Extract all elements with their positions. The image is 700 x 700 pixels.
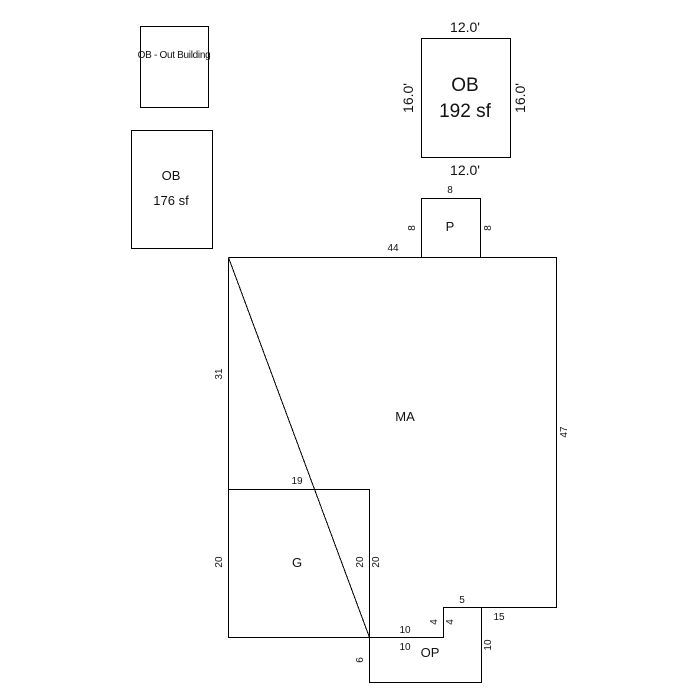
open-porch-label: OP bbox=[421, 645, 440, 660]
main-area-bottom-right-dim: 15 bbox=[493, 612, 505, 623]
garage-left-dim: 20 bbox=[214, 556, 225, 568]
outbuilding-192-left-dim: 16.0' bbox=[400, 83, 416, 113]
outbuilding-176: OB 176 sf bbox=[131, 130, 213, 249]
porch-shape bbox=[421, 198, 481, 258]
outbuilding-192-right-dim: 16.0' bbox=[512, 83, 528, 113]
open-porch-right-dim: 10 bbox=[483, 639, 494, 651]
main-area: MA 44 31 47 15 5 4 10 bbox=[214, 243, 570, 638]
garage-outline bbox=[228, 489, 370, 638]
outbuilding-192-shape bbox=[420, 37, 512, 159]
main-area-notch-bottom-dim: 10 bbox=[399, 625, 411, 636]
main-area-right-dim: 47 bbox=[559, 426, 570, 438]
outbuilding-176-label: OB bbox=[162, 168, 181, 183]
garage-top-dim: 19 bbox=[291, 476, 303, 487]
garage-right-dim: 20 bbox=[355, 556, 366, 568]
main-area-left-dim: 31 bbox=[214, 368, 225, 380]
porch-right-dim: 8 bbox=[483, 225, 494, 231]
outbuilding-192-area: 192 sf bbox=[439, 101, 491, 122]
open-porch-outline bbox=[369, 607, 482, 683]
legend: OB - Out Building bbox=[138, 26, 211, 108]
outbuilding-192-top-dim: 12.0' bbox=[450, 19, 480, 35]
open-porch-notch-side-dim: 4 bbox=[445, 619, 456, 625]
main-area-notch-top-dim: 5 bbox=[459, 595, 465, 606]
open-porch: OP 10 6 10 4 20 bbox=[355, 556, 494, 683]
porch-label: P bbox=[446, 219, 455, 234]
garage: G 19 20 20 bbox=[214, 476, 370, 638]
main-area-notch-side-dim: 4 bbox=[429, 619, 440, 625]
main-area-outline bbox=[228, 257, 557, 638]
outbuilding-192-label: OB bbox=[451, 75, 478, 96]
outbuilding-176-area: 176 sf bbox=[153, 193, 189, 208]
porch: P 8 8 8 bbox=[407, 185, 494, 258]
open-porch-top-dim: 10 bbox=[399, 642, 411, 653]
outbuilding-192-bottom-dim: 12.0' bbox=[450, 162, 480, 178]
legend-text: OB - Out Building bbox=[138, 50, 211, 61]
outbuilding-192: OB 192 sf 12.0' 12.0' 16.0' 16.0' bbox=[400, 19, 528, 178]
legend-box bbox=[140, 26, 209, 108]
outbuilding-176-shape bbox=[131, 130, 213, 249]
main-area-top-dim: 44 bbox=[387, 243, 399, 254]
porch-left-dim: 8 bbox=[407, 225, 418, 231]
open-porch-left-dim: 6 bbox=[355, 657, 366, 663]
open-porch-garage-side-dim: 20 bbox=[371, 556, 382, 568]
garage-label: G bbox=[292, 555, 302, 570]
porch-top-dim: 8 bbox=[447, 185, 453, 196]
main-area-label: MA bbox=[395, 409, 415, 424]
